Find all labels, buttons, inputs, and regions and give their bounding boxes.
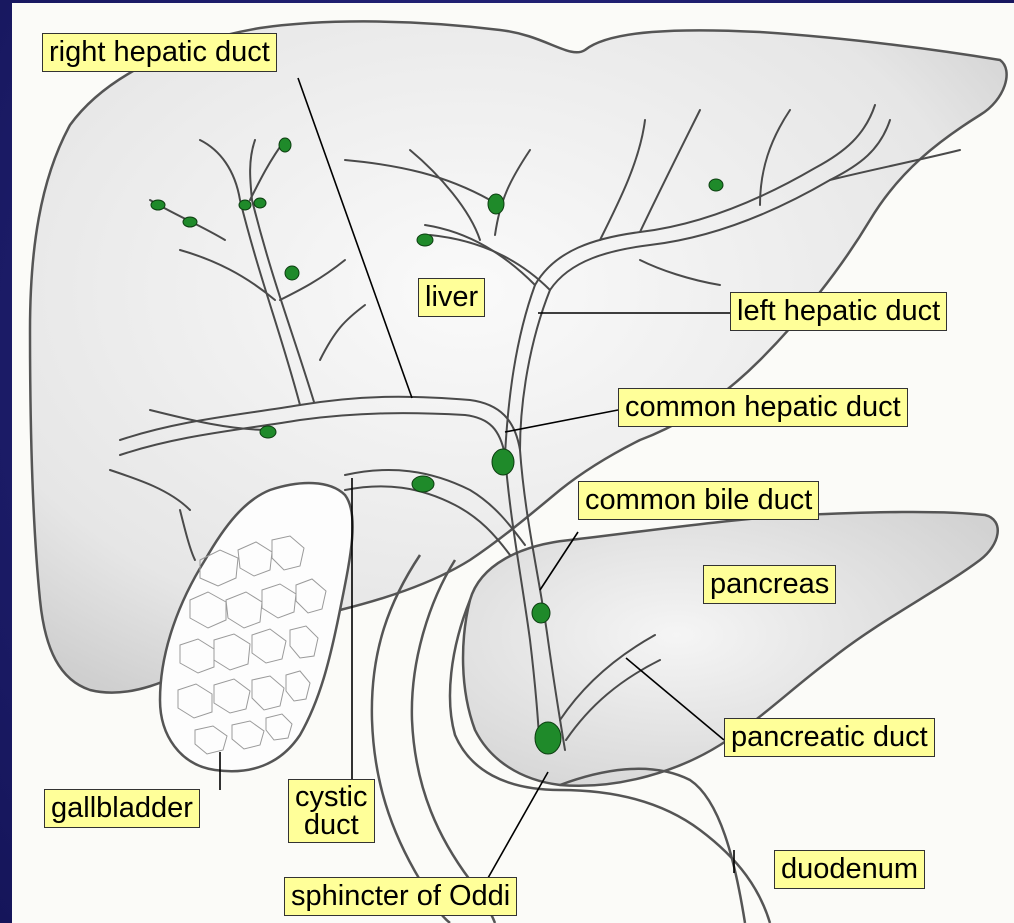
label-liver: liver <box>418 278 485 317</box>
label-right-hepatic-duct: right hepatic duct <box>42 33 277 72</box>
label-duodenum: duodenum <box>774 850 925 889</box>
label-left-hepatic-duct: left hepatic duct <box>730 292 947 331</box>
label-pancreas: pancreas <box>703 565 836 604</box>
label-gallbladder: gallbladder <box>44 789 200 828</box>
label-cystic-duct: cystic duct <box>288 779 375 843</box>
label-pancreatic-duct: pancreatic duct <box>724 718 935 757</box>
label-sphincter-of-oddi: sphincter of Oddi <box>284 877 517 916</box>
label-common-bile-duct: common bile duct <box>578 481 819 520</box>
label-common-hepatic-duct: common hepatic duct <box>618 388 908 427</box>
